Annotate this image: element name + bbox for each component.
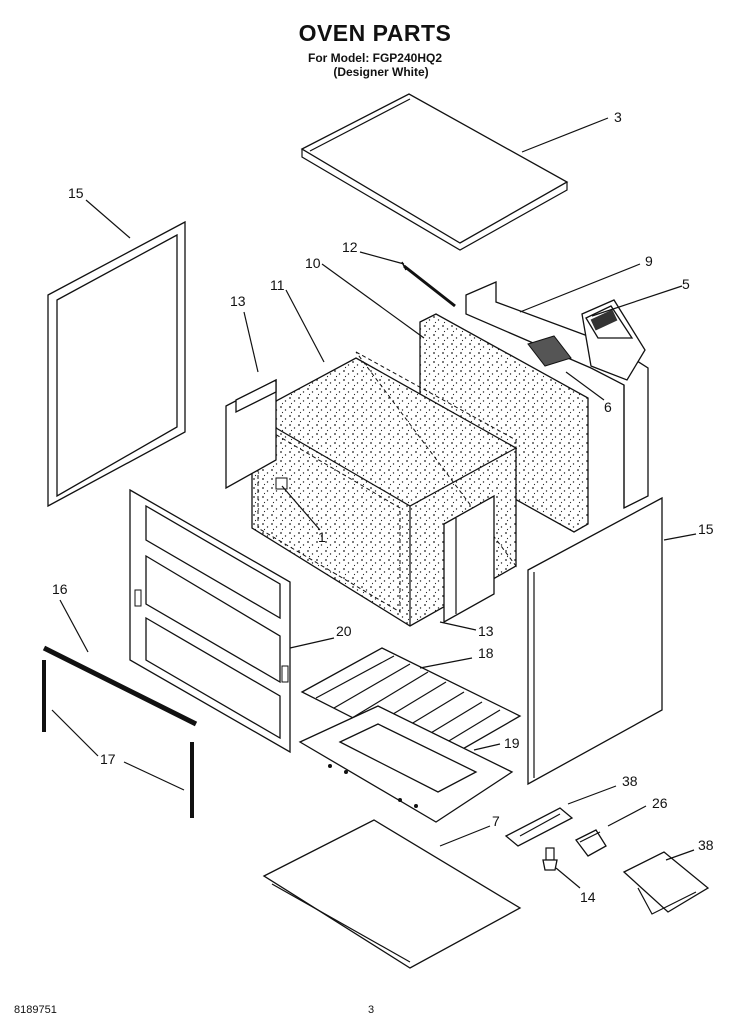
callout-14: 14: [580, 889, 596, 905]
leader-lines: [51, 117, 697, 889]
callout-7: 7: [492, 813, 500, 829]
callout-3: 3: [614, 109, 622, 125]
callout-26: 26: [652, 795, 668, 811]
page-number: 3: [368, 1004, 375, 1016]
side-bracket-part-right: [443, 494, 495, 624]
callout-15-left: 15: [68, 185, 84, 201]
leveling-leg-bolt-part: [542, 847, 558, 871]
trim-strip-part: [42, 645, 198, 818]
page-title: OVEN PARTS: [298, 20, 452, 46]
callout-9: 9: [645, 253, 653, 269]
callout-labels: 3 15 12 9 10 11 5 13 6 1 15 16 20 13 18 …: [52, 109, 714, 905]
leveling-bracket-part-a: [504, 807, 574, 847]
callout-20: 20: [336, 623, 352, 639]
model-line: For Model: FGP240HQ2: [307, 51, 443, 65]
callout-38-bottom: 38: [698, 837, 714, 853]
leveling-bracket-part-b: [622, 851, 710, 915]
document-number: 8189751: [14, 1004, 57, 1016]
side-bracket-part-left: [225, 378, 277, 490]
callout-13-bottom: 13: [478, 623, 494, 639]
right-side-panel-part: [527, 496, 663, 786]
callout-17: 17: [100, 751, 116, 767]
color-line: (Designer White): [333, 65, 429, 79]
top-panel-part: [300, 93, 569, 251]
callout-19: 19: [504, 735, 520, 751]
callout-11: 11: [270, 277, 285, 293]
callout-15-right: 15: [698, 521, 714, 537]
callout-6: 6: [604, 399, 612, 415]
clip-part: [575, 829, 607, 857]
bottom-panel-part: [262, 819, 522, 969]
callout-10: 10: [305, 255, 321, 271]
callout-12: 12: [342, 239, 358, 255]
callout-16: 16: [52, 581, 68, 597]
callout-13-top: 13: [230, 293, 246, 309]
callout-38-top: 38: [622, 773, 638, 789]
callout-1: 1: [318, 529, 326, 545]
oven-bottom-part: [298, 705, 514, 823]
callout-5: 5: [682, 276, 690, 292]
thermostat-bulb-part: [401, 261, 456, 308]
front-frame-part: [129, 488, 291, 754]
callout-18: 18: [478, 645, 494, 661]
left-side-panel-part: [47, 220, 186, 508]
